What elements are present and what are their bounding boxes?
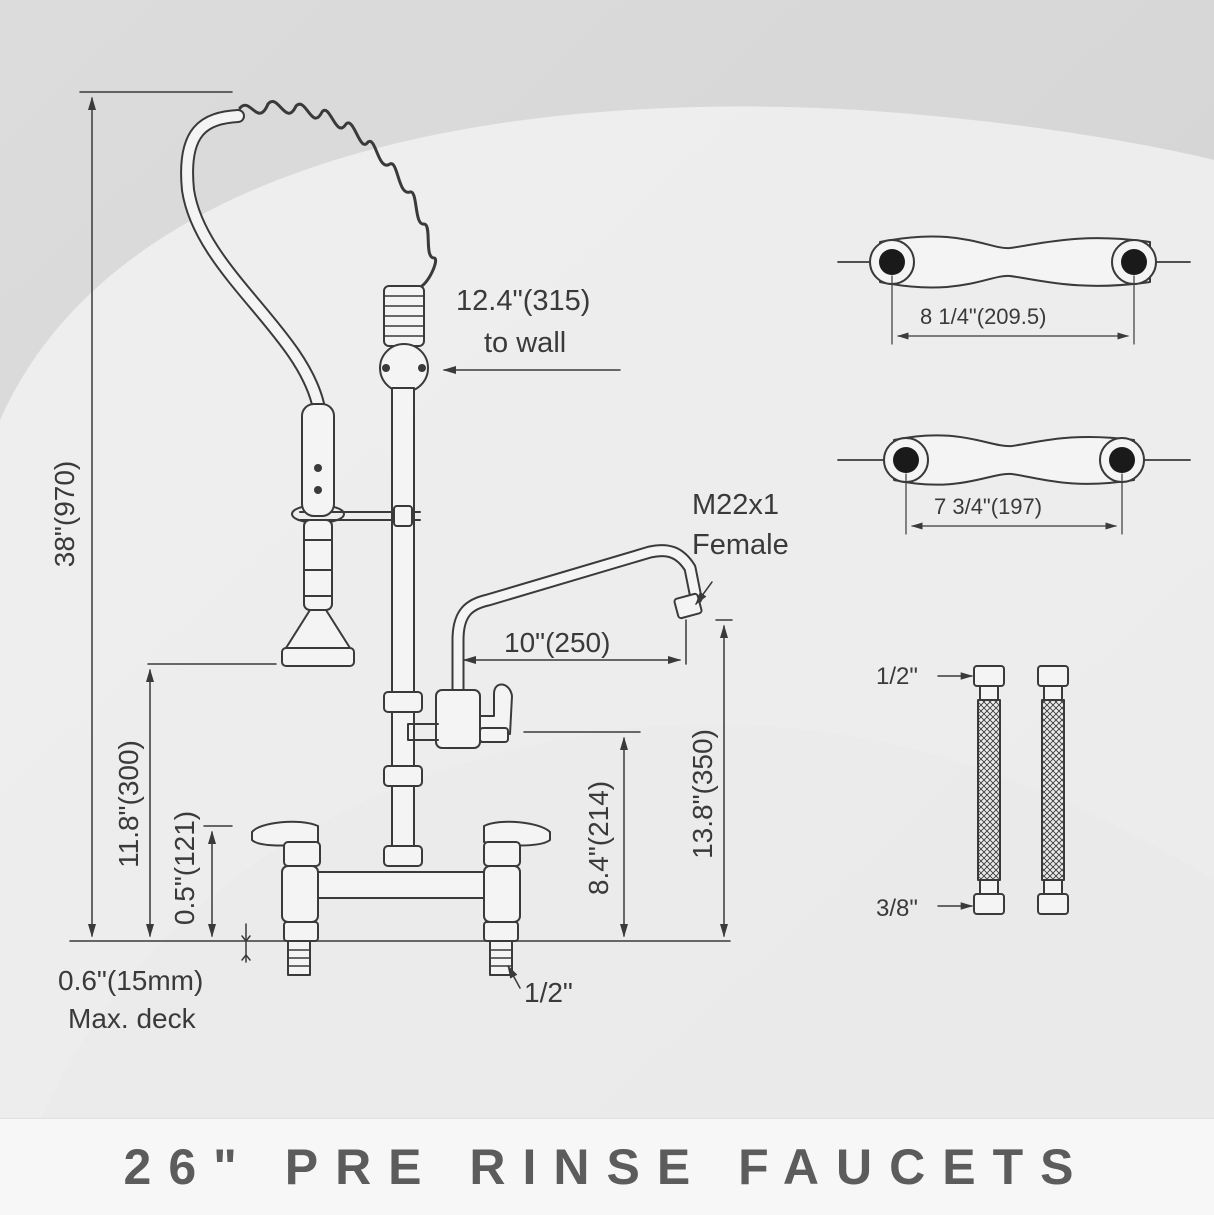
right-valve-body [483, 841, 521, 867]
label-to-wall-value: 12.4"(315) [456, 285, 590, 317]
label-outlet-thread-2: Female [692, 529, 789, 561]
hole-template-large [837, 235, 1191, 345]
coupling-mid [383, 765, 423, 787]
hole-right-small [1109, 447, 1135, 473]
hole-template-small [837, 434, 1191, 535]
label-spout-reach: 10"(250) [504, 627, 610, 658]
label-max-deck-2: Max. deck [68, 1003, 197, 1034]
supply-hoses [937, 665, 1069, 915]
outlet-thread-leader [695, 581, 713, 606]
label-hose-bottom: 3/8" [876, 895, 918, 922]
coupling-lower [383, 845, 423, 867]
hole-left-large [879, 249, 905, 275]
label-outlet-height: 13.8"(350) [687, 729, 718, 859]
label-sprayer-height: 11.8"(300) [113, 740, 144, 868]
inlet-leader [507, 964, 521, 989]
spout-valve-arm [407, 723, 439, 741]
footer-title: 26" PRE RINSE FAUCETS [123, 1139, 1091, 1195]
hole-left-small [893, 447, 919, 473]
label-hose-top: 1/2" [876, 663, 918, 690]
dimension-lines [79, 91, 733, 989]
pre-rinse-faucet [69, 100, 731, 976]
hole-right-large [1121, 249, 1147, 275]
spout-valve [435, 689, 481, 749]
label-inlet-size: 1/2" [524, 977, 573, 1008]
coupling-upper [383, 691, 423, 713]
label-center-small: 7 3/4"(197) [934, 494, 1042, 519]
label-outlet-thread-1: M22x1 [692, 489, 779, 521]
label-to-wall-text: to wall [484, 327, 566, 359]
supply-hose-2 [1037, 665, 1069, 915]
mixer-body [317, 871, 491, 899]
label-spout-height: 8.4"(214) [583, 781, 614, 895]
footer-banner: 26" PRE RINSE FAUCETS [0, 1118, 1214, 1215]
label-center-large: 8 1/4"(209.5) [920, 304, 1046, 329]
label-handle-height: 0.5"(121) [169, 811, 200, 925]
spray-valve-body [301, 403, 335, 517]
supply-hose-1 [973, 665, 1005, 915]
left-valve-body [283, 841, 321, 867]
label-total-height: 38"(970) [49, 461, 80, 567]
spring-coil [238, 100, 437, 290]
label-max-deck-1: 0.6"(15mm) [58, 965, 203, 996]
